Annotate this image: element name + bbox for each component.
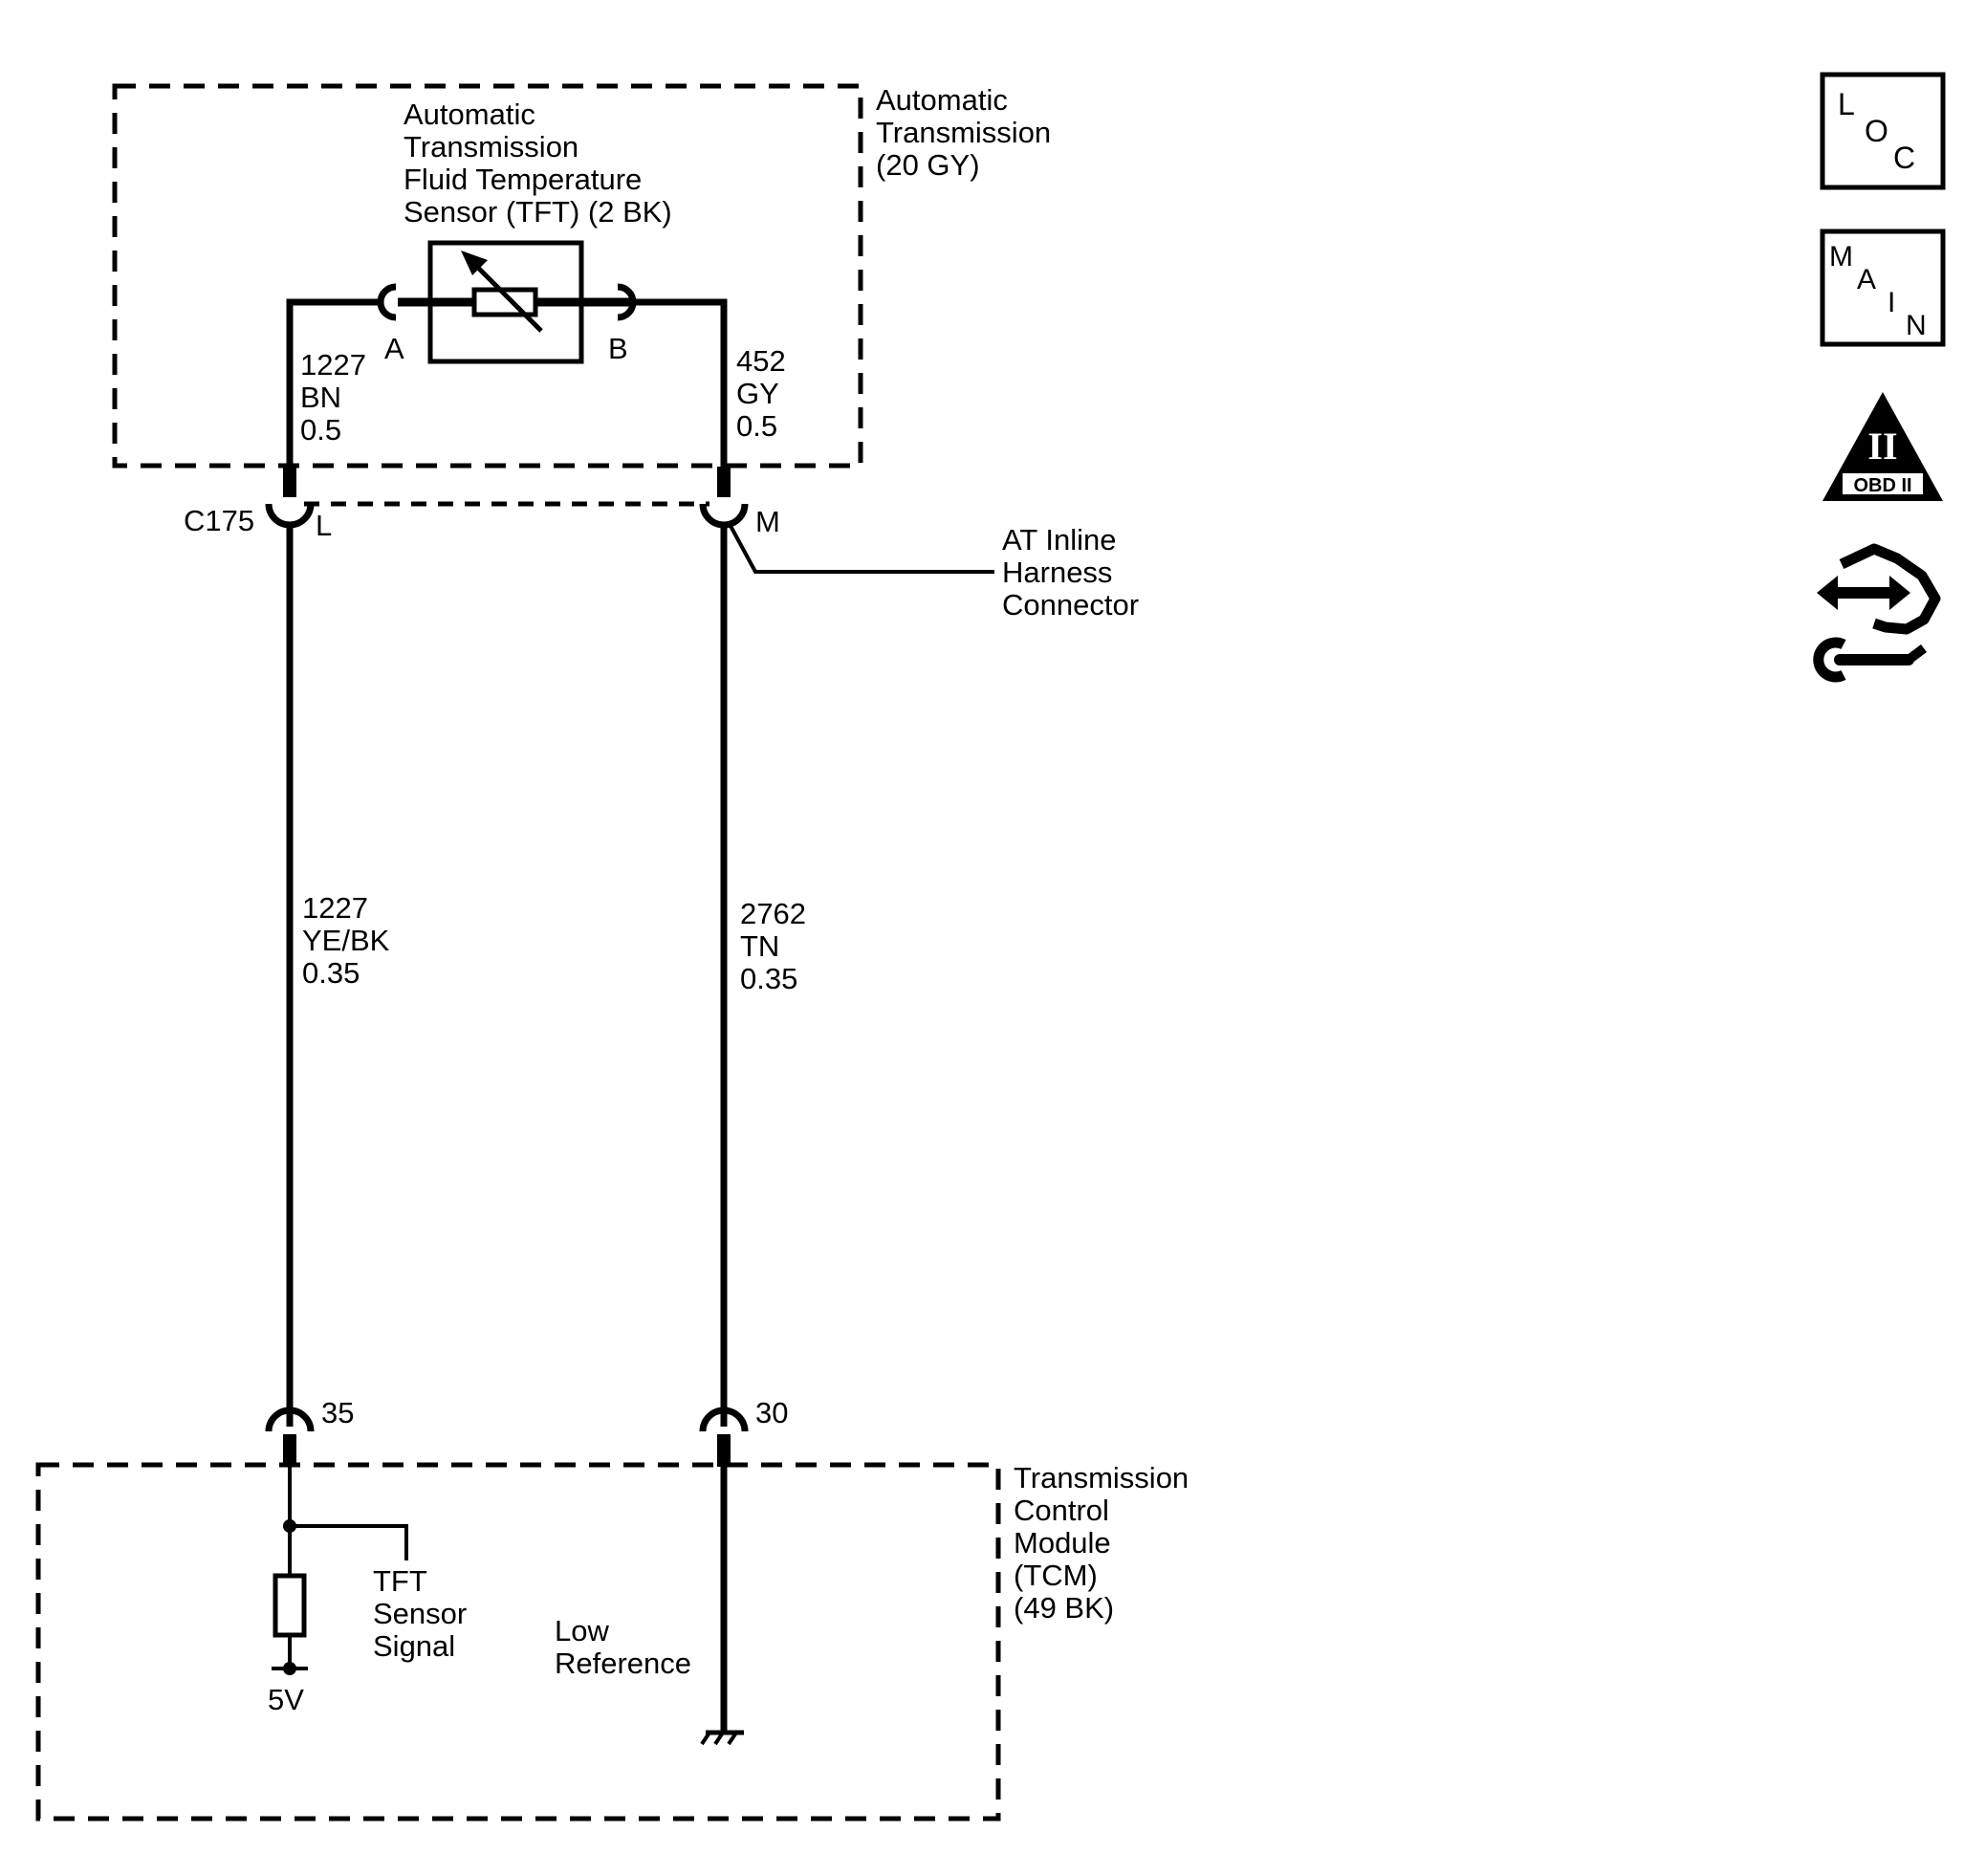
lower-right-wire-label: 2762 TN 0.35 (740, 897, 815, 995)
connector-id: C175 (184, 504, 254, 537)
main-letter-n: N (1906, 310, 1927, 341)
tcm-boundary (35, 1462, 1001, 1821)
connector-leader-line (729, 525, 994, 574)
connector-pin-l: L (316, 509, 332, 542)
lower-wiring: 1227 YE/BK 0.35 2762 TN 0.35 (286, 525, 815, 1427)
upper-left-wire[interactable] (286, 298, 382, 469)
tcm-pin-30-male (717, 1434, 731, 1467)
pin-m-male (717, 467, 731, 497)
pin-l-female (265, 503, 315, 529)
tcm-pin-30-terminal (699, 1407, 749, 1432)
obd-caption-box (1841, 471, 1925, 496)
voltage-label: 5V (268, 1683, 304, 1716)
lower-left-wire-label: 1227 YE/BK 0.35 (302, 891, 398, 990)
tft-sensor[interactable]: Automatic Transmission Fluid Temperature… (377, 98, 672, 365)
variable-arrow-icon (469, 258, 543, 333)
loc-letter-o: O (1865, 114, 1888, 148)
tcm-pin-35-label: 35 (321, 1396, 354, 1429)
obd-numeral: II (1867, 425, 1897, 468)
main-button[interactable]: M A I N (1820, 229, 1946, 347)
upper-left-wire-label: 1227 BN 0.5 (300, 348, 375, 447)
main-icon (1820, 229, 1946, 347)
connector-label: AT Inline Harness Connector (1002, 523, 1139, 622)
tcm-component[interactable]: 35 30 Transmission Control Module (TCM) … (35, 1396, 1197, 1821)
transmission-component: Automatic Transmission (20 GY) (112, 83, 1059, 469)
pin-l-male (283, 467, 296, 497)
pullup-resistor-icon (273, 1573, 307, 1638)
loc-button[interactable]: L O C (1820, 72, 1946, 190)
hand-wrench-icon[interactable] (1813, 543, 1941, 683)
tcm-pin-35-male (283, 1434, 296, 1467)
transmission-boundary (112, 83, 863, 469)
tcm-pin-30-label: 30 (755, 1396, 788, 1429)
tcm-pin-35-terminal (265, 1407, 315, 1432)
main-letter-m: M (1829, 241, 1853, 273)
main-letter-a: A (1857, 264, 1876, 295)
inline-connector-c175[interactable]: C175 L M AT Inline Harness Connector (184, 467, 1139, 622)
variable-arrowhead (461, 251, 488, 275)
upper-right-wire[interactable] (631, 298, 728, 469)
sensor-pin-a-label: A (384, 332, 404, 365)
sensor-pin-b-label: B (608, 332, 628, 365)
upper-wiring: 1227 BN 0.5 452 GY 0.5 (286, 298, 794, 469)
tft-sensor-label: Automatic Transmission Fluid Temperature… (404, 98, 672, 229)
tcm-label: Transmission Control Module (TCM) (49 BK… (1014, 1461, 1197, 1625)
ground-icon (700, 1730, 744, 1746)
sensor-pin-a-terminal (377, 283, 397, 321)
loc-letter-c: C (1893, 141, 1915, 175)
main-letter-i: I (1888, 287, 1895, 318)
loc-icon (1820, 72, 1946, 190)
transmission-label: Automatic Transmission (20 GY) (876, 83, 1059, 182)
low-reference-label: Low Reference (555, 1614, 691, 1680)
connector-pin-m: M (755, 505, 780, 538)
upper-right-wire-label: 452 GY 0.5 (736, 344, 794, 443)
tcm-signal-tap (290, 1524, 408, 1560)
tft-signal-label: TFT Sensor Signal (373, 1564, 475, 1663)
pin-m-female (699, 503, 749, 529)
obd-ii-button[interactable]: II OBD II (1822, 392, 1943, 501)
loc-letter-l: L (1838, 87, 1855, 121)
obd-caption: OBD II (1853, 475, 1911, 496)
